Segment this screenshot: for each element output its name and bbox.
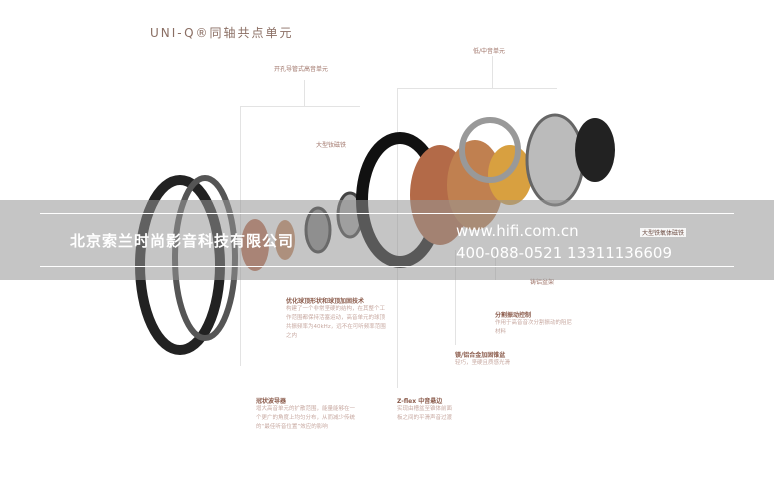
watermark-phone: 400-088-0521 13311136609 (456, 244, 673, 262)
callout-waveguide: 冠状波导器 增大高音单元的扩散范围，能量能够在一个更广的角度上均匀分布，从而减少… (256, 396, 356, 432)
callout-heading: 冠状波导器 (256, 398, 287, 405)
callout-heading: Z-flex 中音悬边 (397, 398, 443, 405)
watermark-company: 北京索兰时尚影音科技有限公司 (70, 232, 295, 250)
callout-body: 构建了一个非常坚硬的结构，在其整个工作范围都保持活塞运动，高音单元的球顶共振频率… (286, 306, 386, 339)
callout-body: 轻巧，坚硬且质感光滑 (455, 360, 511, 366)
watermark-line (40, 213, 734, 214)
leader-line (240, 106, 360, 107)
leader-line (455, 250, 456, 345)
watermark-line (40, 266, 734, 267)
leader-line (492, 56, 493, 88)
callout-heading: 分割振动控制 (495, 312, 532, 319)
label-tweeter: 开孔导管式高音单元 (274, 66, 329, 73)
label-low-mid-driver: 低/中音单元 (473, 48, 506, 55)
callout-damping: 分割振动控制 作用于高音音次分割振动的阻尼材料 (495, 310, 575, 337)
leader-line (304, 80, 305, 106)
callout-dome: 优化球顶形状和球顶加固技术 构建了一个非常坚硬的结构，在其整个工作范围都保持活塞… (286, 296, 386, 341)
callout-body: 实现由槽盆至锥体前面板之间的平滑声音过渡 (397, 406, 453, 421)
label-ferrite-magnet: 大型铁氧体磁铁 (640, 228, 687, 237)
label-neo-magnet: 大型钕磁铁 (316, 142, 347, 149)
leader-line (397, 88, 557, 89)
callout-body: 作用于高音音次分割振动的阻尼材料 (495, 320, 573, 335)
callout-heading: 镁/铝合金加固锥盆 (455, 352, 506, 359)
callout-heading: 优化球顶形状和球顶加固技术 (286, 298, 365, 305)
label-basket: 铸铝盆架 (530, 279, 555, 286)
page-title: UNI-Q®同轴共点单元 (150, 26, 294, 40)
basket-magnet (459, 113, 615, 207)
callout-body: 增大高音单元的扩散范围，能量能够在一个更广的角度上均匀分布，从而减少传统的“最佳… (256, 406, 356, 430)
callout-zflex: Z-flex 中音悬边 实现由槽盆至锥体前面板之间的平滑声音过渡 (397, 396, 457, 423)
watermark-url: www.hifi.com.cn (456, 222, 579, 240)
callout-cone: 镁/铝合金加固锥盆 轻巧，坚硬且质感光滑 (455, 350, 555, 368)
